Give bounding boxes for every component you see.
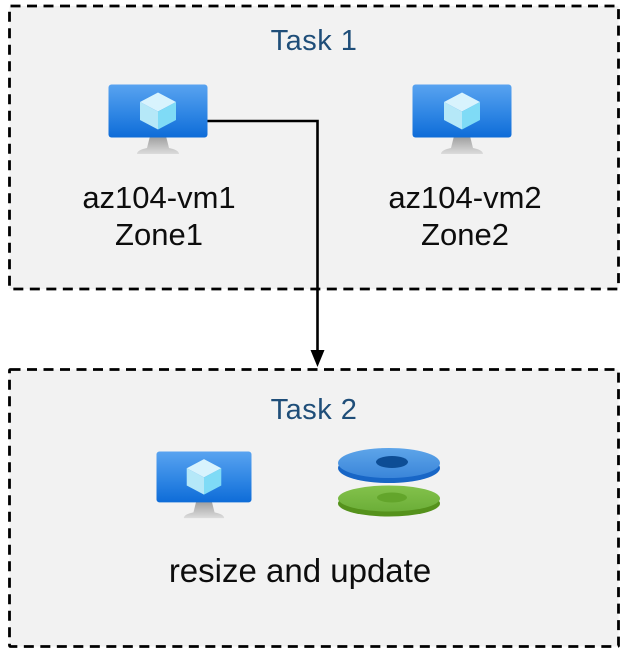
- task2-box: [8, 368, 620, 648]
- vm2-label: az104-vm2 Zone2: [345, 179, 585, 253]
- task2-title: Task 2: [270, 394, 358, 426]
- managed-disks-icon: [338, 448, 440, 517]
- elbow-connector-line: [207, 119, 319, 352]
- vm2-name: az104-vm2: [388, 180, 542, 215]
- arrowhead-icon: [310, 350, 325, 367]
- vm2-zone: Zone2: [421, 217, 509, 252]
- vm1-label: az104-vm1 Zone1: [39, 179, 279, 253]
- vm1-name: az104-vm1: [82, 180, 236, 215]
- task1-title: Task 1: [270, 25, 358, 57]
- vm1-zone: Zone1: [115, 217, 203, 252]
- virtual-machine-icon: [156, 451, 252, 519]
- task2-caption: resize and update: [168, 552, 432, 589]
- virtual-machine-icon: [412, 84, 512, 154]
- virtual-machine-icon: [108, 84, 208, 154]
- task1-box: [8, 4, 620, 291]
